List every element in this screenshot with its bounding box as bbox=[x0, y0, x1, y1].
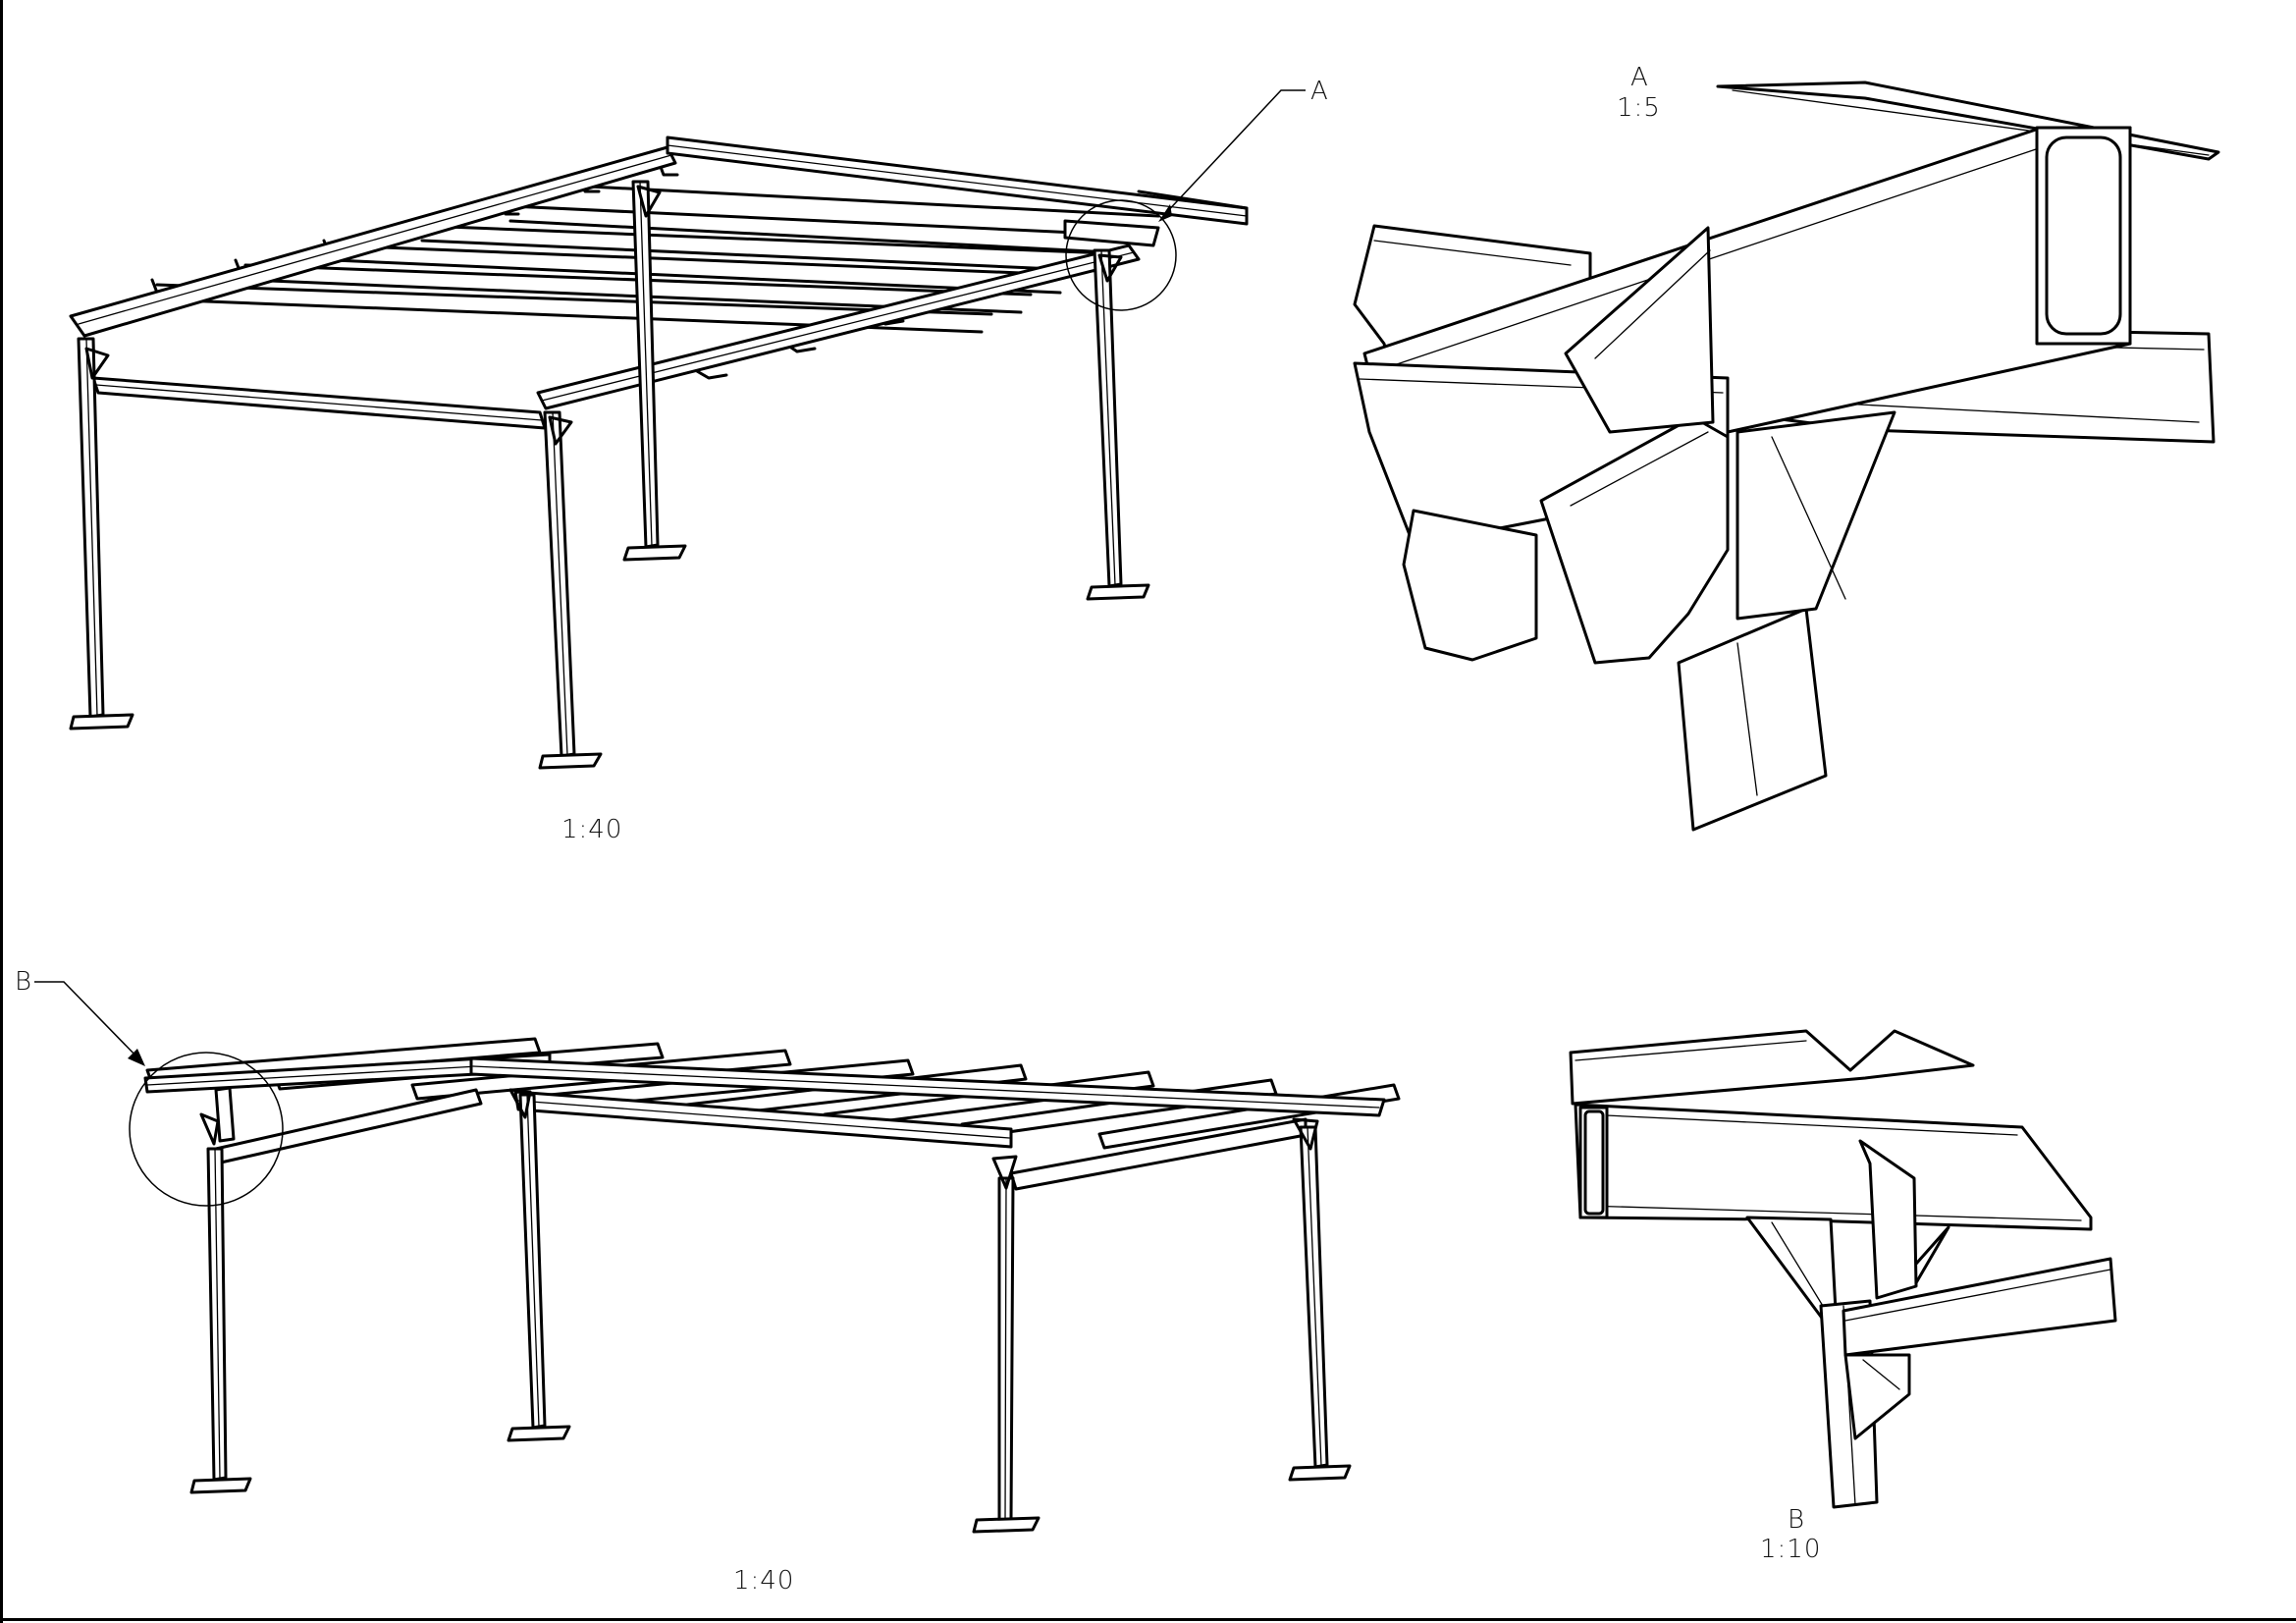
detail-b-title: B bbox=[1788, 1505, 1806, 1535]
callout-a-label: A bbox=[1310, 77, 1329, 106]
sheet-border-left bbox=[0, 0, 3, 1623]
bottom-view-scale: 1:40 bbox=[733, 1566, 795, 1596]
detail-marker-a bbox=[1065, 89, 1306, 311]
iso-view-top bbox=[69, 135, 1249, 770]
gussets-top bbox=[84, 185, 1123, 446]
detail-view-a bbox=[1353, 81, 2220, 832]
detail-b-scale: 1:10 bbox=[1760, 1535, 1822, 1564]
rafters-top bbox=[69, 135, 1249, 430]
columns-bottom bbox=[189, 1086, 1352, 1534]
detail-a-title: A bbox=[1630, 63, 1649, 92]
detail-a-scale: 1:5 bbox=[1617, 93, 1661, 123]
columns-top bbox=[69, 180, 1150, 770]
callout-b-label: B bbox=[15, 967, 33, 997]
rafters-bottom bbox=[143, 1053, 1386, 1191]
top-view-scale: 1:40 bbox=[561, 815, 623, 844]
iso-view-bottom bbox=[143, 1037, 1401, 1534]
detail-view-b bbox=[1569, 1029, 2117, 1509]
sheet-border-bottom bbox=[0, 1618, 2296, 1621]
detail-marker-b bbox=[34, 981, 284, 1207]
gussets-bottom bbox=[199, 1088, 1319, 1190]
